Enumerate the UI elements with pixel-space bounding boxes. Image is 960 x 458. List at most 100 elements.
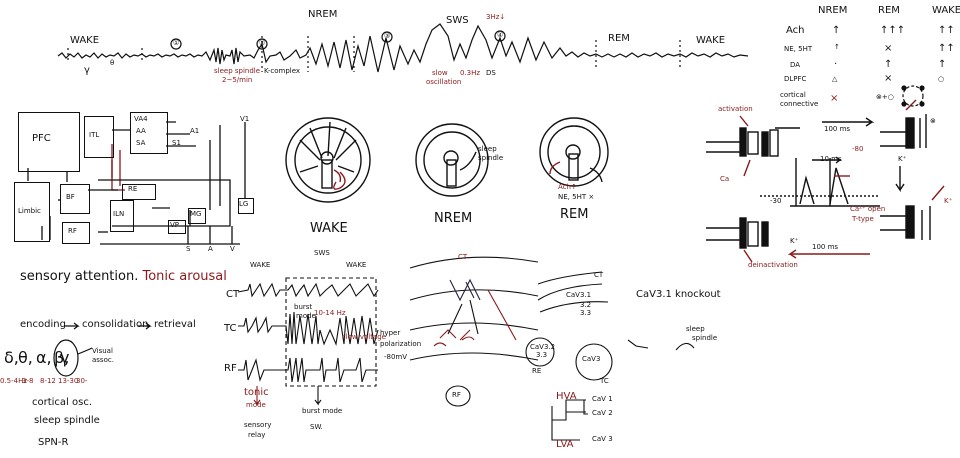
rem-ne: NE, 5HT ×: [558, 193, 595, 201]
row-ach-wake: ↑↑: [938, 25, 955, 36]
slow-osc2: oscillation: [426, 78, 462, 86]
label-vp: VP: [170, 221, 180, 229]
tr-wake2: WAKE: [346, 261, 367, 269]
eeg-wake-right: WAKE: [696, 35, 726, 46]
cav-spindle: spindle: [692, 334, 718, 342]
tr-sw: SW.: [310, 423, 323, 431]
tr-freq: 10-14 Hz: [314, 309, 346, 317]
tr-rf: RF: [224, 363, 237, 374]
mem-retrieval: retrieval: [154, 319, 196, 330]
tr-hyper: hyper: [380, 329, 401, 337]
table-header-rem: REM: [878, 5, 900, 16]
state-rem: REM: [560, 207, 589, 222]
eeg-rem-label: REM: [608, 33, 630, 44]
circ-ct: CT: [458, 253, 468, 261]
tr-burst-mode2: burst mode: [302, 407, 343, 415]
box-limbic: [14, 182, 50, 242]
gamma-label: γ: [84, 65, 90, 76]
band-delta: δ,: [4, 348, 19, 367]
tr-sensory: sensory: [244, 421, 272, 429]
label-pfc: PFC: [32, 133, 51, 144]
row-ne-nrem: ↑: [834, 43, 840, 51]
band-theta: θ,: [18, 348, 33, 367]
k-complex: K-complex: [264, 67, 301, 75]
tr-ct: CT: [226, 289, 240, 300]
row-dlpfc-rem: ×: [884, 73, 893, 84]
spindle-rate: 2~5/min: [222, 76, 253, 84]
bottom-a: A: [208, 245, 213, 253]
tr-burst-mode: mode: [296, 312, 316, 320]
label-bf: BF: [66, 193, 75, 201]
stage-2: ②: [259, 39, 266, 47]
ch-ca: Ca: [720, 175, 730, 183]
row-da-label: DA: [790, 61, 801, 69]
label-itl: ITL: [89, 131, 100, 139]
sleep-spindle-annot: sleep spindle: [214, 67, 261, 75]
band-spindle: sleep spindle: [34, 415, 100, 426]
cav-31: CaV3.1: [566, 291, 592, 299]
band-visual2: assoc.: [92, 356, 114, 364]
row-ach-rem: ↑↑↑: [880, 25, 906, 36]
box-rf: [62, 222, 90, 244]
theta-label: θ: [110, 59, 115, 67]
ch-k3: K⁺: [944, 197, 953, 205]
box-mg: [188, 208, 206, 224]
ch-v30: -30: [770, 197, 782, 205]
stage-4: ④: [497, 31, 504, 39]
bottom-s: S: [186, 245, 191, 253]
label-s1: S1: [172, 139, 181, 147]
label-mg: MG: [190, 210, 202, 218]
box-itl: [84, 116, 114, 158]
tr-relay: relay: [248, 431, 266, 439]
tr-slow-voltage: slow voltage: [342, 333, 386, 341]
label-aa: AA: [136, 127, 146, 135]
row-dlpfc-wake: ○: [938, 75, 945, 83]
row-dlpfc-nrem: △: [832, 75, 838, 83]
nrem-spindle: sleep: [478, 145, 497, 153]
state-wake: WAKE: [310, 221, 348, 236]
rem-ach: Ach↑: [558, 183, 577, 191]
tr-sws: SWS: [314, 249, 330, 257]
tr-polar: polarization: [380, 340, 422, 348]
eeg-wake-left: WAKE: [70, 35, 100, 46]
label-sa: SA: [136, 139, 146, 147]
row-ach-label: Ach: [786, 25, 805, 36]
ch-deinact: deinactivation: [748, 261, 798, 269]
tr-wake: WAKE: [250, 261, 271, 269]
cav-sleep: sleep: [686, 325, 705, 333]
band-alpha: α,: [36, 348, 52, 367]
row-cortical-label2: connective: [780, 100, 819, 108]
cav-32b: CaV3.2: [530, 343, 556, 351]
box-assoc: [130, 112, 168, 154]
row-cortical-rem: ⊗+○: [876, 93, 894, 101]
row-ne-label: NE, 5HT: [784, 45, 813, 53]
mem-encoding: encoding: [20, 319, 66, 330]
ds-label: DS: [486, 69, 496, 77]
cav-3: CaV3: [582, 355, 601, 363]
cav-32: 3.2: [580, 301, 592, 309]
table-header-wake: WAKE: [932, 5, 960, 16]
label-lg: LG: [239, 200, 249, 208]
block-caption: sensory attention. Tonic arousal: [20, 269, 227, 284]
eeg-nrem-label: NREM: [308, 9, 338, 20]
stage-3: ③: [384, 32, 391, 40]
range-gamma: 30-: [76, 377, 88, 385]
box-pfc: [18, 112, 80, 172]
box-iln: [110, 200, 134, 232]
cav-ct: CT: [594, 271, 604, 279]
row-dlpfc-label: DLPFC: [784, 75, 807, 83]
cav-knockout: CaV3.1 knockout: [636, 289, 721, 300]
eeg-trace: [57, 23, 749, 73]
stage-1: ①: [173, 39, 180, 47]
row-cortical-label: cortical: [780, 91, 806, 99]
range-beta: 13-30: [58, 377, 79, 385]
row-ne-rem: ×: [884, 43, 893, 54]
ch-activation: activation: [718, 105, 753, 113]
label-limbic: Limbic: [18, 207, 41, 215]
label-v1: V1: [240, 115, 250, 123]
label-va4: VA4: [134, 115, 148, 123]
band-beta: β,: [54, 348, 70, 367]
slow-osc: slow: [432, 69, 448, 77]
row-cortical-wake: ⊗: [930, 117, 936, 125]
cortical-osc: cortical osc.: [32, 397, 93, 408]
